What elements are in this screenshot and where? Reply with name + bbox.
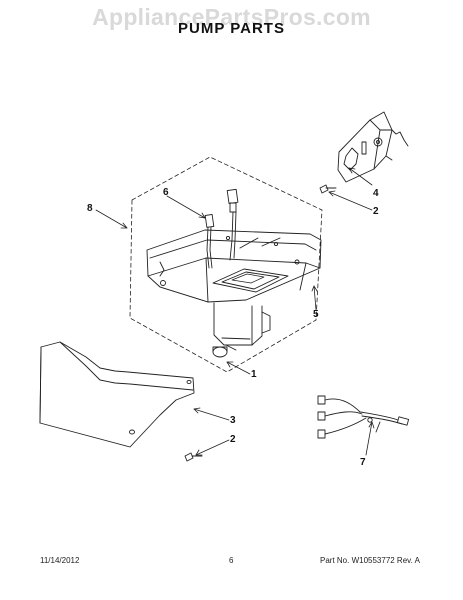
- footer-part-number: Part No. W10553772 Rev. A: [320, 556, 420, 565]
- callout-5: 5: [313, 309, 319, 320]
- pump-reservoir-part: [146, 229, 322, 303]
- pump-cover-part: [39, 341, 195, 448]
- pump-motor-part: [212, 302, 271, 358]
- assembly-dashed-outline: [129, 156, 323, 373]
- footer-page-number: 6: [229, 556, 234, 565]
- callout-2-upper: 2: [373, 206, 379, 217]
- callout-8: 8: [87, 203, 93, 214]
- wire-harness-part: [317, 395, 410, 439]
- callout-4: 4: [373, 188, 379, 199]
- screw-upper: [319, 184, 337, 194]
- page-title: PUMP PARTS: [178, 20, 285, 37]
- footer-date: 11/14/2012: [40, 556, 80, 565]
- callout-2-lower: 2: [230, 434, 236, 445]
- watermark-text: AppliancePartsPros.com: [92, 4, 371, 30]
- callout-1: 1: [251, 369, 257, 380]
- callout-3: 3: [230, 415, 236, 426]
- leader-lines: [95, 167, 375, 456]
- pump-wire-harness-part: [204, 188, 239, 269]
- callout-7: 7: [360, 457, 366, 468]
- screw-lower: [184, 452, 203, 462]
- mounting-bracket-part: [337, 111, 409, 183]
- callout-6: 6: [163, 187, 169, 198]
